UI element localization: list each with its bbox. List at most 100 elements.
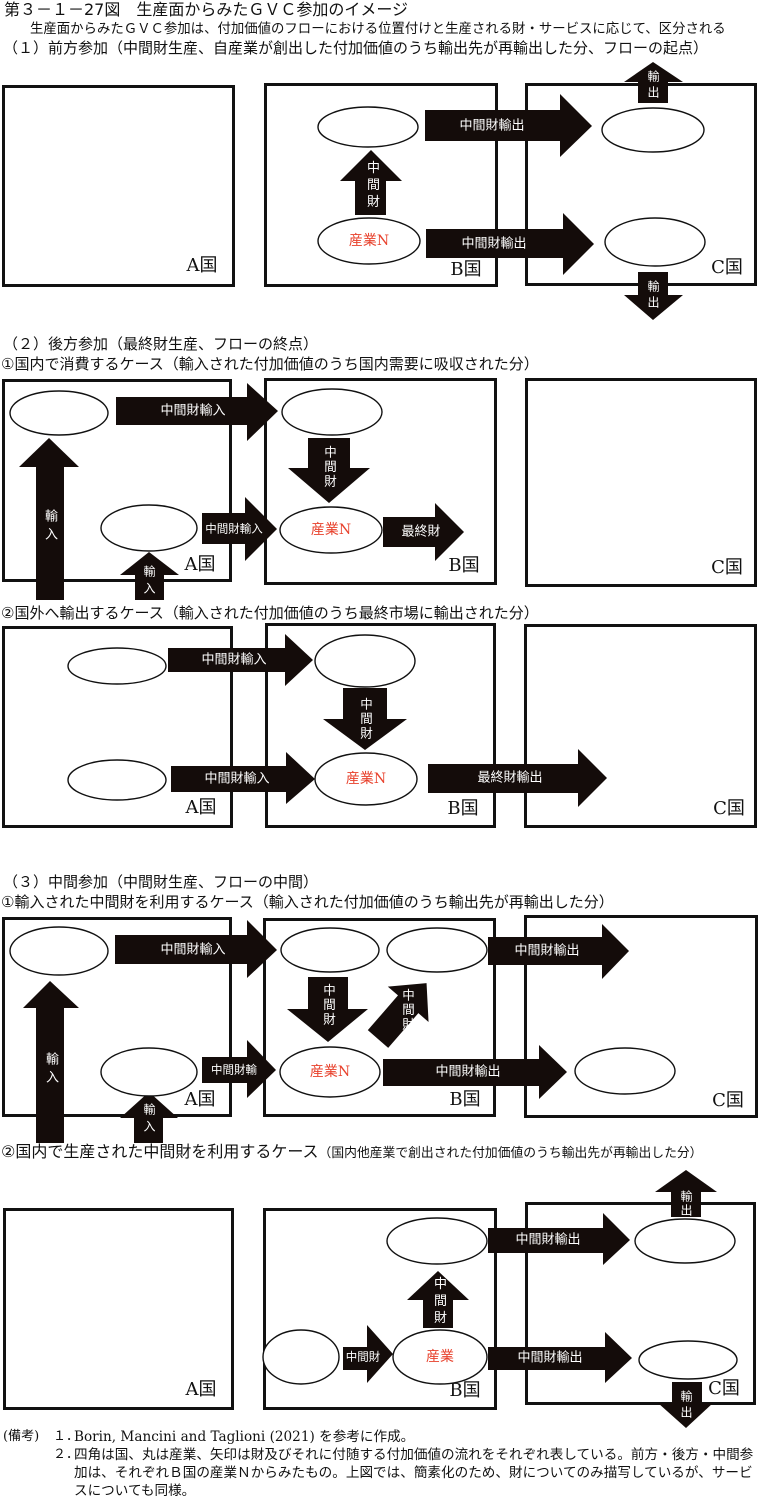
arrow-label-final-goods: 最終財 [401,524,441,540]
industry-node-b-upper [314,634,416,688]
notes-label: (備考) [3,1429,40,1444]
country-box-a [2,379,232,582]
arrow-b-internal-down [288,438,370,503]
industry-node-b-industry-n [279,1046,381,1098]
arrow-label-import: 輸入 [42,509,57,545]
country-box-b [265,623,496,828]
note-item: １． Borin, Mancini and Taglioni (2021) を参… [53,1428,758,1446]
arrow-label-intermediate-import: 中間財輸入 [201,652,267,668]
industry-node-b-upper [386,1217,488,1265]
industry-node-b-upper-left [280,927,380,973]
case-heading-domestic-inputs-note: （国内他産業で創出された付加価値のうち輸出先が再輸出した分） [318,1146,703,1161]
country-box-a [2,85,235,287]
arrow-intermediate-export-upper [425,94,592,157]
country-box-c [525,1202,756,1405]
arrow-a-import-large [23,981,79,1143]
country-label-c: C国 [711,257,743,278]
country-label-b: B国 [449,1380,481,1401]
arrow-c-export-down [658,1382,713,1428]
country-label-b: B国 [448,555,480,576]
industry-node-a-upper [9,926,109,976]
arrow-label-export: 輸出 [646,70,660,102]
note-item: ２． 四角は国、丸は産業、矢印は財及びそれに付随する付加価値の流れをそれぞれ表し… [53,1446,758,1498]
arrow-label-intermediate-import: 中間財輸入 [160,942,226,958]
industry-label-n: 産業N [348,233,390,249]
country-box-a [3,1208,234,1410]
country-box-a [2,626,233,828]
arrow-final-goods [383,503,464,561]
industry-node-c-lower [638,1340,738,1380]
country-label-a: A国 [186,255,218,276]
arrow-intermediate-import-upper [115,920,277,978]
industry-node-c-lower [604,217,706,267]
country-label-b: B国 [447,798,479,819]
arrow-intermediate-export-lower [488,1332,632,1383]
arrow-label-intermediate-export: 中間財輸出 [517,1350,583,1366]
arrow-c-export-up [624,62,683,103]
arrow-c-export-down [624,272,683,320]
arrow-b-domestic-input [343,1325,393,1383]
country-box-a [2,917,232,1117]
note-number: １． [53,1429,80,1444]
industry-node-c-upper [634,1218,736,1264]
arrow-final-goods-export [428,749,607,807]
industry-label: 産業 [426,1349,454,1365]
country-label-c: C国 [708,1378,740,1399]
arrow-a-import-small [120,1092,178,1143]
arrow-label-intermediate-export: 中間財輸出 [435,1064,501,1080]
country-label-a: A国 [185,797,217,818]
arrow-intermediate-import-upper [116,383,278,441]
arrow-label-export: 輸出 [679,1390,693,1422]
panel-backward-domestic-consumption [2,378,757,600]
country-label-a: A国 [184,1089,216,1110]
industry-node-b-industry-n [279,506,383,554]
country-label-c: C国 [713,798,745,819]
arrow-label-intermediate-goods: 中間財 [345,1349,381,1364]
arrow-a-import-small [120,552,179,600]
country-box-b [264,83,498,287]
case-heading-domestic-inputs-main: ②国内で生産された中間財を利用するケース [1,1142,319,1161]
arrow-c-export-up [655,1170,717,1217]
arrow-label-intermediate-export: 中間財輸出 [514,943,580,959]
arrow-label-export: 輸出 [679,1190,693,1218]
arrow-label-export: 輸出 [646,280,660,312]
country-box-b [263,918,496,1117]
arrow-label-import: 輸入 [142,1103,156,1137]
industry-node-b-upper [281,388,383,436]
arrow-intermediate-export-upper [488,1213,630,1265]
arrow-label-intermediate-goods: 中間財 [322,445,337,489]
country-label-b: B国 [449,1089,481,1110]
arrow-label-intermediate-import-truncated: 中間財輸 [211,1062,257,1077]
arrow-intermediate-export-lower [383,1045,567,1099]
arrow-label-intermediate-import: 中間財輸入 [160,403,226,419]
country-box-b [264,378,497,585]
arrow-label-import: 輸入 [142,565,156,599]
arrow-b-internal-down [287,977,368,1042]
arrow-a-import-large [19,438,79,600]
industry-node-b-other [262,1329,340,1385]
industry-node-a-lower [100,1047,198,1097]
case-heading-domestic-consumption: ①国内で消費するケース（輸入された付加価値のうち国内需要に吸収された分） [1,355,539,373]
arrow-intermediate-import-upper [168,634,313,686]
case-heading-export-abroad: ②国外へ輸出するケース（輸入された付加価値のうち最終市場に輸出された分） [1,604,539,622]
figure-title: 第３－１－27図 生産面からみたＧＶＣ参加のイメージ [4,0,409,19]
country-box-c [524,624,757,828]
arrow-label-intermediate-import: 中間財輸入 [204,771,270,787]
industry-node-a-lower [67,759,167,801]
panel-forward [2,62,757,320]
arrow-label-intermediate-goods: 中間財 [364,160,379,212]
case-heading-domestic-inputs: ②国内で生産された中間財を利用するケース（国内他産業で創出された付加価値のうち輸… [1,1144,702,1161]
arrow-intermediate-export-upper [488,924,629,979]
country-label-c: C国 [711,557,743,578]
country-box-c [525,378,757,587]
industry-label-n: 産業N [310,522,352,538]
industry-node-a-lower [100,504,198,552]
note-text: Borin, Mancini and Taglioni (2021) を参考に作… [74,1429,415,1445]
industry-label-n: 産業N [309,1064,351,1080]
industry-node-b-industry [392,1329,488,1385]
industry-node-a-upper [9,390,109,436]
section-heading-forward: （１）前方参加（中間財生産、自産業が創出した付加価値のうち輸出先が再輸出した分、… [3,39,709,57]
arrow-b-internal-down [323,688,407,750]
